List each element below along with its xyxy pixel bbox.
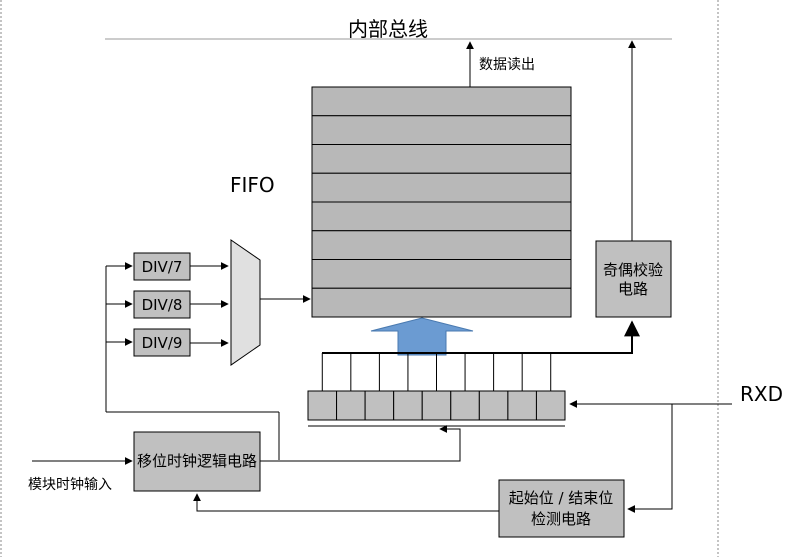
fifo-row — [311, 287, 572, 318]
fifo-row — [311, 259, 572, 289]
div-input-bus — [105, 262, 280, 460]
shift-register-cell — [421, 390, 452, 421]
fifo-row — [311, 86, 572, 117]
div-to-mux-lines — [190, 262, 229, 347]
fifo-label: FIFO — [230, 173, 275, 197]
fifo-row — [311, 115, 572, 145]
shift-register-cell — [307, 390, 338, 421]
startstop-label-line1: 起始位 / 结束位 — [509, 489, 614, 507]
internal-bus-label: 内部总线 — [348, 17, 428, 41]
module-clock-input-label: 模块时钟输入 — [28, 476, 112, 493]
start-stop-detection-circuit: 起始位 / 结束位 检测电路 — [498, 479, 625, 538]
fifo-stack — [311, 86, 572, 318]
shift-register-cell — [450, 390, 480, 421]
div7-label: DIV/7 — [142, 258, 183, 276]
div9-label: DIV/9 — [142, 334, 183, 352]
startstop-label-line2: 检测电路 — [531, 510, 591, 528]
fifo-row — [311, 172, 572, 203]
shift-clock-logic-circuit: 移位时钟逻辑电路 — [133, 431, 261, 492]
parity-label-line2: 电路 — [618, 280, 648, 298]
shift-register-cell — [535, 390, 566, 421]
data-to-parity-line — [322, 320, 640, 354]
load-to-fifo-arrow — [370, 317, 474, 356]
shift-register-cell — [478, 390, 509, 421]
parity-label-line1: 奇偶校验 — [603, 261, 663, 279]
fifo-row — [311, 201, 572, 232]
data-read-label: 数据读出 — [479, 56, 535, 73]
rxd-to-detector-line — [627, 404, 673, 513]
detector-to-clock-logic-line — [193, 493, 499, 512]
shift-register-cell — [336, 390, 366, 421]
div9-block: DIV/9 — [133, 328, 191, 357]
div7-block: DIV/7 — [133, 252, 191, 281]
shift-clock-line — [260, 425, 461, 462]
fifo-row — [311, 144, 572, 174]
div8-label: DIV/8 — [142, 296, 183, 314]
clock-mux — [230, 239, 261, 366]
parallel-output-taps — [321, 353, 552, 391]
shift-register-cell — [507, 390, 537, 421]
fifo-row — [311, 230, 572, 260]
outer-boundary — [0, 0, 719, 557]
div8-block: DIV/8 — [133, 290, 191, 319]
shift-register — [307, 390, 566, 421]
shift-register-cell — [364, 390, 395, 421]
rxd-label: RXD — [740, 382, 783, 406]
parity-check-circuit: 奇偶校验 电路 — [595, 240, 672, 318]
shift-register-cell — [393, 390, 423, 421]
shift-clock-logic-label: 移位时钟逻辑电路 — [137, 452, 257, 470]
